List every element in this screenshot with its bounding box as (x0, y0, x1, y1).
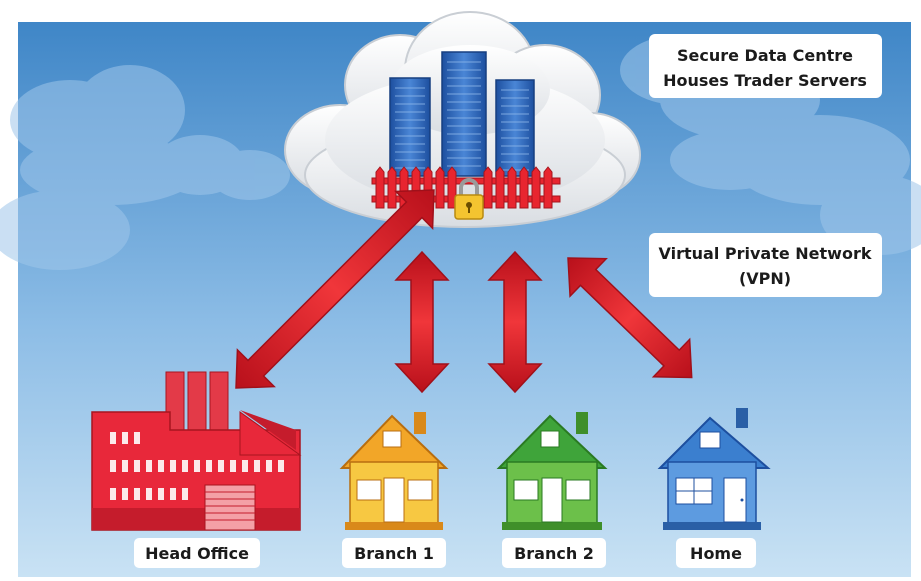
arrow-home-icon (567, 257, 693, 379)
arrow-branch2-icon (487, 250, 543, 394)
arrow-branch1-icon (394, 250, 450, 394)
server-icon (441, 51, 487, 177)
server-icon (495, 79, 535, 177)
branch1-house-icon (339, 412, 449, 530)
home-house-icon (657, 408, 771, 530)
branch2-house-icon (496, 412, 608, 530)
site-label-home: Home (676, 538, 756, 568)
background-cloud-mid (155, 135, 290, 200)
head-office-label: Head Office (145, 544, 249, 563)
datacentre-callout: Secure Data Centre Houses Trader Servers (649, 34, 882, 98)
site-label-head-office: Head Office (134, 538, 260, 568)
datacentre-callout-line2: Houses Trader Servers (663, 71, 867, 90)
branch2-label: Branch 2 (514, 544, 594, 563)
background-cloud-left (0, 65, 200, 270)
padlock-icon (454, 178, 484, 220)
home-label: Home (690, 544, 742, 563)
vpn-callout-line1: Virtual Private Network (659, 244, 872, 263)
datacentre-callout-line1: Secure Data Centre (677, 46, 853, 65)
vpn-callout-line2: (VPN) (739, 269, 791, 288)
head-office-building-icon (91, 371, 302, 531)
site-label-branch1: Branch 1 (342, 538, 446, 568)
vpn-connection-arrows (235, 189, 693, 394)
arrow-head-office-icon (235, 189, 435, 389)
server-racks (389, 51, 535, 177)
site-label-branch2: Branch 2 (502, 538, 606, 568)
server-icon (389, 77, 431, 177)
vpn-callout: Virtual Private Network (VPN) (649, 233, 882, 297)
branch1-label: Branch 1 (354, 544, 434, 563)
